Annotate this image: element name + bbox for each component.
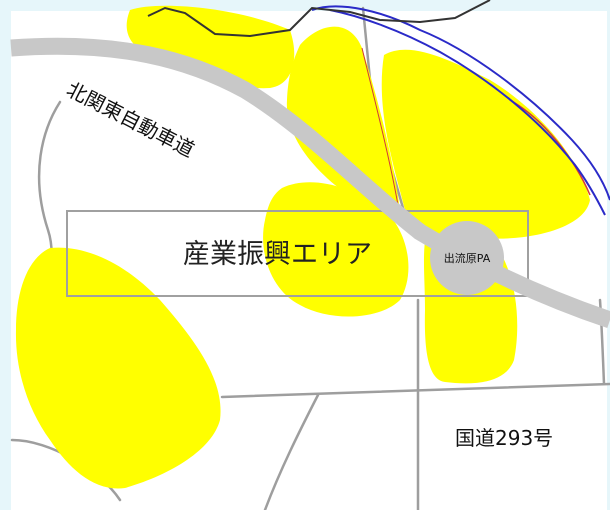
development-zones (15, 5, 590, 489)
local-roads (10, 6, 610, 510)
zone-edge-marker-center (361, 47, 399, 206)
development-zone-northeast (381, 49, 590, 239)
development-zone-center (263, 182, 409, 317)
development-zone-center-north (286, 26, 400, 211)
parking-area-marker[interactable] (430, 221, 504, 295)
expressway-road (10, 37, 610, 329)
development-zone-southwest (15, 247, 221, 489)
river-upper (311, 5, 610, 201)
zone-edge-marker (509, 99, 591, 196)
national-route-label: 国道293号 (455, 426, 553, 450)
rivers (311, 5, 610, 216)
development-zone-north (126, 5, 295, 89)
industrial-area-frame (66, 210, 529, 297)
boundary-line (147, 0, 491, 38)
national-route-293-east (220, 382, 610, 399)
local-road-south-diagonal (263, 393, 320, 510)
parking-area-label: 出流原PA (444, 251, 491, 265)
industrial-area-label: 産業振興エリア (183, 239, 372, 270)
river-lower (329, 9, 606, 216)
